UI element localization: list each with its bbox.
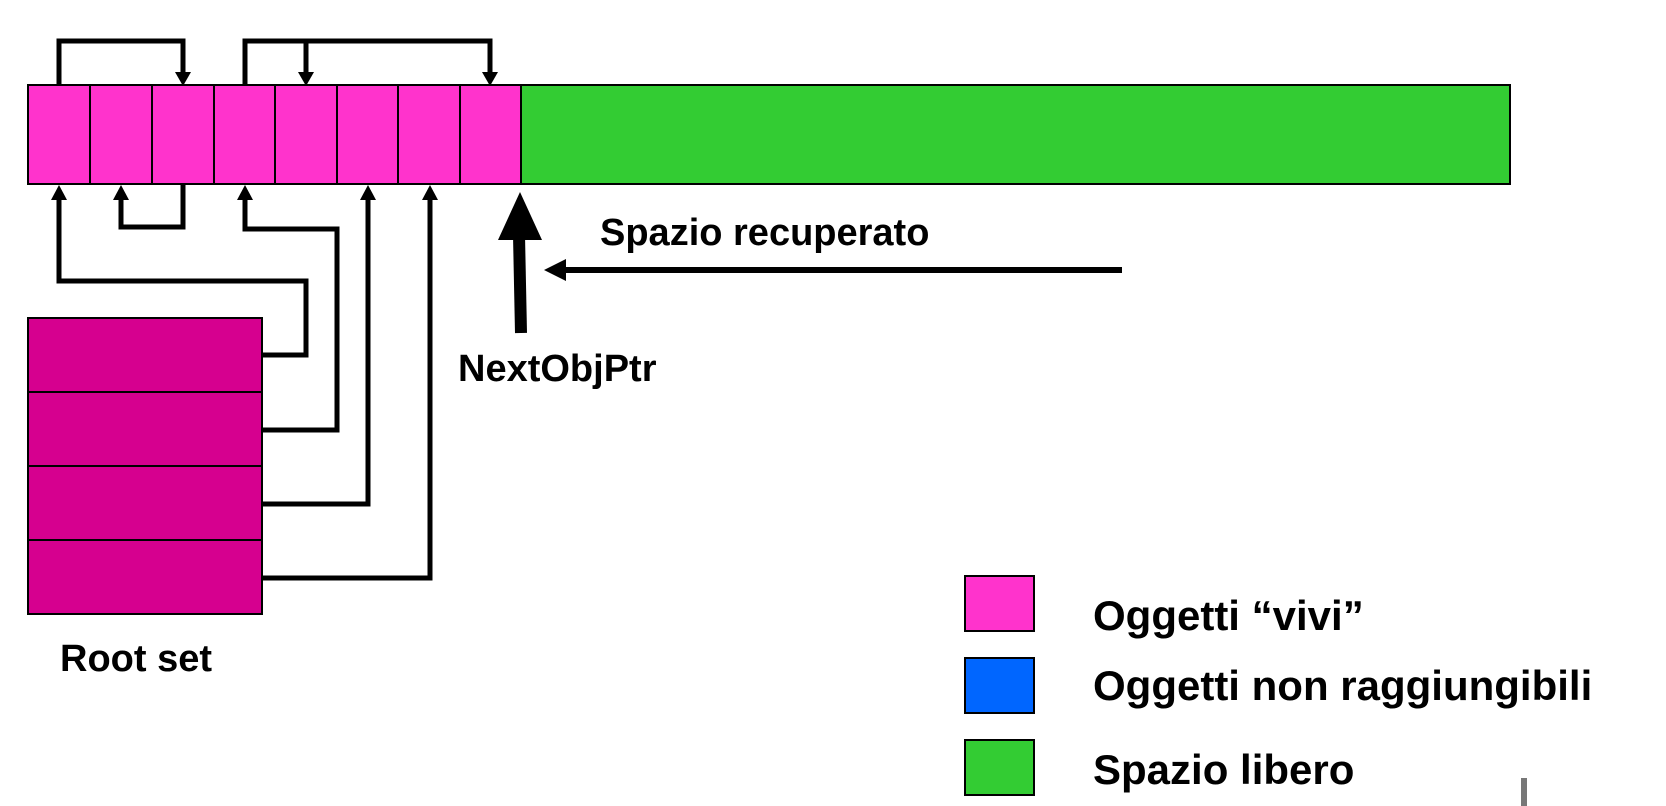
heap-object [397, 84, 461, 185]
arrowhead [51, 185, 67, 200]
reclaimed-space-label: Spazio recuperato [600, 212, 929, 254]
arrowhead [298, 72, 314, 86]
heap-object [459, 84, 522, 185]
legend-label-unreachable: Oggetti non raggiungibili [1093, 662, 1592, 709]
root-set-label: Root set [60, 638, 212, 680]
arrowhead [237, 185, 253, 200]
next-obj-ptr-label: NextObjPtr [458, 348, 657, 390]
root-reference [242, 196, 340, 433]
heap-object [336, 84, 399, 185]
object-references-top [56, 38, 493, 85]
root-set-cell [27, 317, 263, 393]
heap-object [27, 84, 91, 185]
legend: Oggetti “vivi” Oggetti non raggiungibili… [964, 575, 1592, 796]
heap-live-objects [27, 84, 522, 185]
arrowhead [498, 192, 542, 240]
legend-label-live: Oggetti “vivi” [1093, 592, 1364, 639]
arrowhead [422, 185, 438, 200]
root-reference [262, 196, 371, 507]
reclaimed-space-arrow [544, 259, 1122, 281]
root-reference [56, 196, 309, 358]
legend-swatch-unreachable [964, 657, 1035, 714]
next-obj-ptr-arrow [498, 192, 542, 334]
root-reference [262, 196, 433, 581]
object-reference-heads-top [175, 72, 498, 86]
object-references-bottom [56, 184, 433, 581]
arrowhead [113, 185, 129, 200]
heap-object [274, 84, 338, 185]
arrowhead [175, 72, 191, 86]
root-set-cell [27, 539, 263, 615]
root-set-cell [27, 465, 263, 541]
reference-arrow [56, 38, 186, 85]
arrowhead [360, 185, 376, 200]
heap-free-space [520, 84, 1511, 185]
legend-swatch-free [964, 739, 1035, 796]
object-reference-heads-bottom [51, 185, 438, 200]
arrowhead [482, 72, 498, 86]
root-set [27, 317, 263, 615]
arrowhead [544, 259, 566, 281]
divider-mark [1521, 778, 1527, 806]
heap-object [213, 84, 276, 185]
reference-arrow [118, 184, 186, 230]
heap-object [151, 84, 215, 185]
heap-object [89, 84, 153, 185]
reference-arrow [242, 38, 493, 85]
legend-label-free: Spazio libero [1093, 746, 1354, 793]
root-set-cell [27, 391, 263, 467]
legend-swatch-live [964, 575, 1035, 632]
